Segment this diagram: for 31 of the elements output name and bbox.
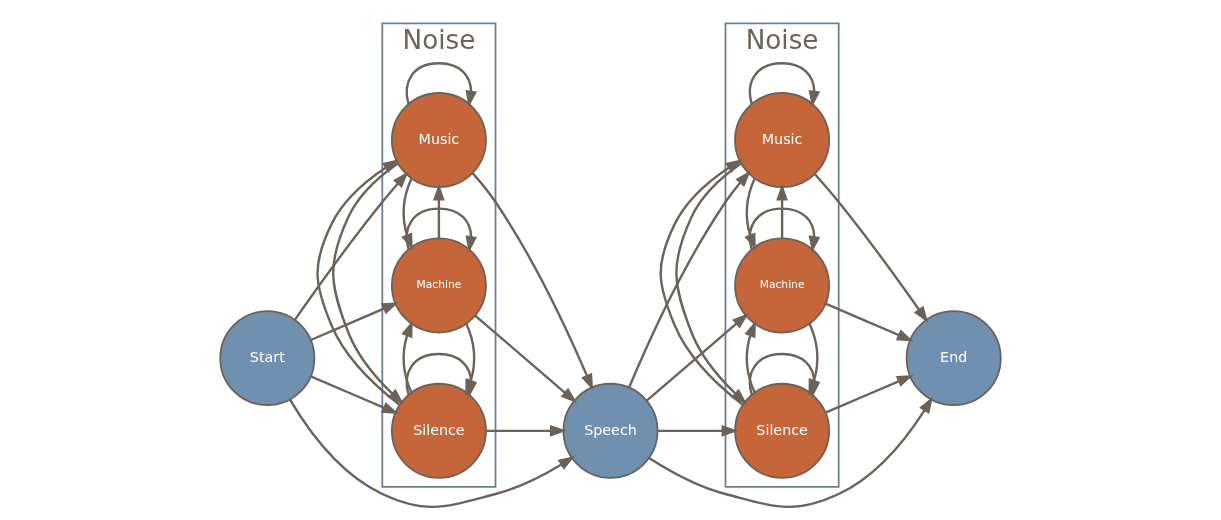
arrow	[744, 319, 756, 393]
arrow	[825, 302, 914, 341]
arrow	[332, 161, 404, 404]
arrow	[659, 158, 744, 405]
arrow	[293, 171, 409, 320]
arrow	[310, 374, 399, 414]
node-circle: Start	[219, 309, 316, 406]
arrow	[316, 158, 400, 405]
node-circle: Machine	[390, 237, 487, 333]
arrow	[628, 169, 751, 388]
node-circle: End	[905, 309, 1002, 406]
arrow	[486, 424, 567, 437]
arrow	[401, 177, 413, 250]
arrow	[405, 206, 477, 253]
arrow	[776, 183, 788, 238]
arrow	[675, 161, 748, 404]
arrow	[401, 319, 413, 393]
arrow	[310, 301, 399, 341]
arrow	[814, 173, 929, 323]
arrow	[748, 61, 821, 107]
arrow	[825, 374, 914, 414]
arrow	[645, 312, 749, 402]
arrow	[748, 206, 821, 253]
arrow	[648, 396, 933, 508]
arrow	[288, 398, 575, 508]
arrow	[433, 183, 445, 238]
arrow	[471, 171, 594, 390]
arrow	[744, 177, 756, 250]
arrow	[474, 314, 578, 403]
arrow	[657, 424, 739, 437]
arrow	[405, 61, 477, 107]
